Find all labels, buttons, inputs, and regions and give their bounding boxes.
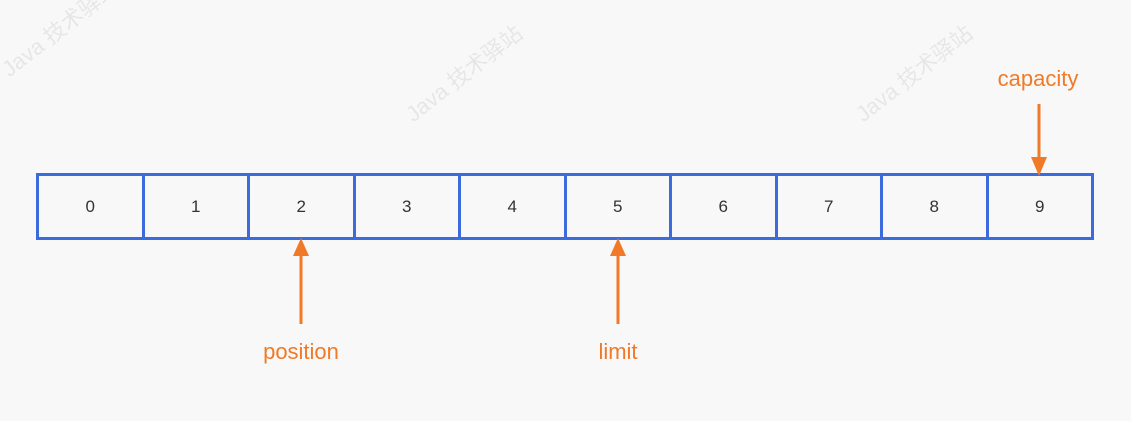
position-label: position (263, 339, 339, 364)
buffer-cell: 6 (669, 176, 775, 237)
watermark-text: Java 技术驿站 (851, 20, 978, 127)
limit-label: limit (598, 339, 638, 364)
buffer-array: 0 1 2 3 4 5 6 7 8 9 (36, 173, 1094, 240)
capacity-arrow-icon (1031, 104, 1047, 176)
capacity-label: capacity (997, 66, 1079, 91)
buffer-cell: 8 (880, 176, 986, 237)
buffer-cell: 3 (352, 176, 459, 237)
limit-arrow-icon (610, 238, 626, 324)
position-arrow-icon (293, 238, 309, 324)
buffer-cell: 9 (985, 176, 1092, 237)
buffer-cell: 0 (85, 196, 95, 216)
buffer-cell: 4 (458, 176, 564, 237)
buffer-cell: 1 (141, 176, 248, 237)
buffer-cell: 7 (774, 176, 881, 237)
watermark-text: Java 技术驿站 (401, 20, 528, 127)
buffer-cell: 2 (247, 176, 353, 237)
buffer-cell: 5 (563, 176, 670, 237)
watermark-text: Java 技术驿站 (0, 0, 124, 82)
